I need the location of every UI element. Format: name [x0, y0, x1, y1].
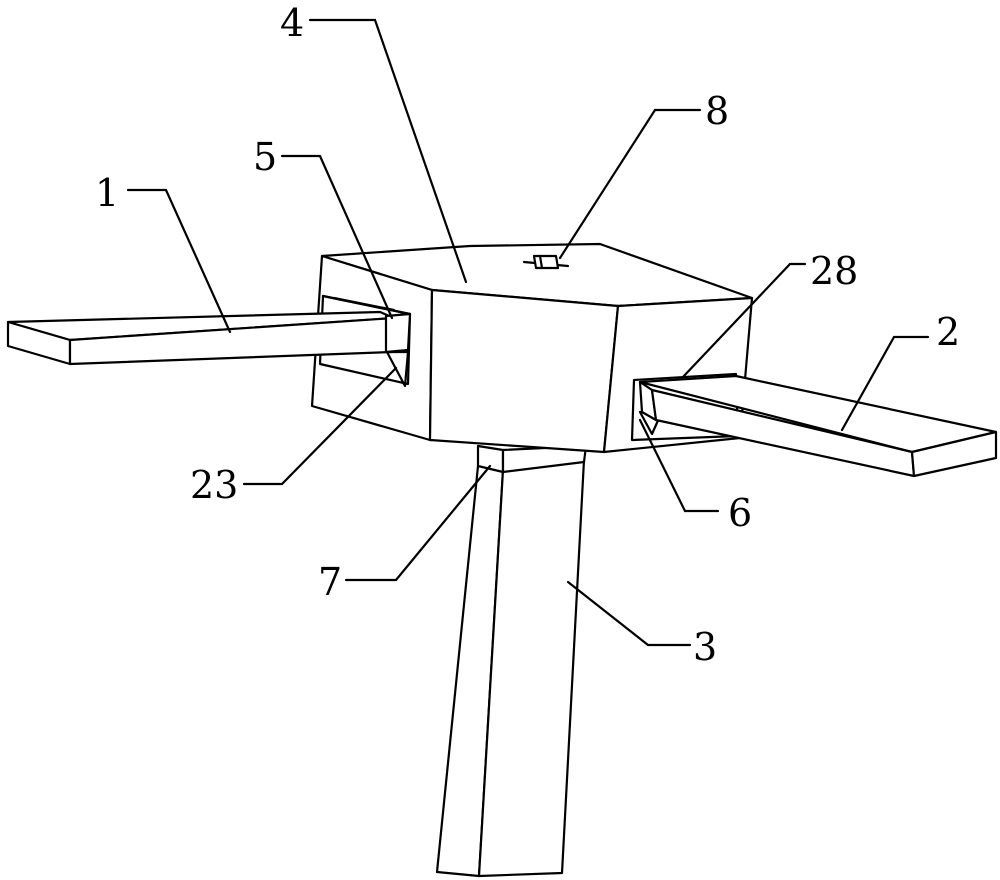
label-4: 4 — [280, 1, 304, 45]
leader-28 — [680, 262, 807, 380]
leader-5 — [280, 154, 394, 320]
leader-8 — [558, 108, 702, 260]
label-23: 23 — [190, 463, 238, 507]
left-slot-inner-edge — [332, 296, 396, 312]
leader-1 — [126, 188, 232, 334]
reference-labels: 4 8 5 1 28 2 23 6 7 3 — [95, 1, 960, 669]
label-8: 8 — [705, 89, 729, 133]
right-arm — [638, 374, 998, 478]
label-7: 7 — [318, 560, 342, 604]
leader-23 — [242, 366, 398, 486]
left-arm-inner-stub — [384, 312, 412, 354]
label-3: 3 — [693, 625, 717, 669]
sensor-edge — [538, 254, 544, 270]
leader-4 — [308, 18, 468, 284]
leader-7 — [344, 464, 492, 582]
leader-6 — [638, 418, 720, 513]
sensor-body — [532, 254, 560, 270]
leader-2 — [840, 335, 930, 432]
label-28: 28 — [810, 249, 858, 293]
sensor-8 — [522, 254, 570, 270]
label-5: 5 — [253, 135, 277, 179]
post — [435, 458, 586, 878]
label-1: 1 — [95, 171, 119, 215]
housing-front-face — [428, 288, 620, 454]
label-2: 2 — [936, 310, 960, 354]
left-arm — [6, 310, 412, 366]
label-6: 6 — [728, 491, 752, 535]
leader-3 — [566, 580, 692, 647]
right-arm-end-face — [910, 430, 998, 478]
leader-lines — [126, 18, 930, 647]
